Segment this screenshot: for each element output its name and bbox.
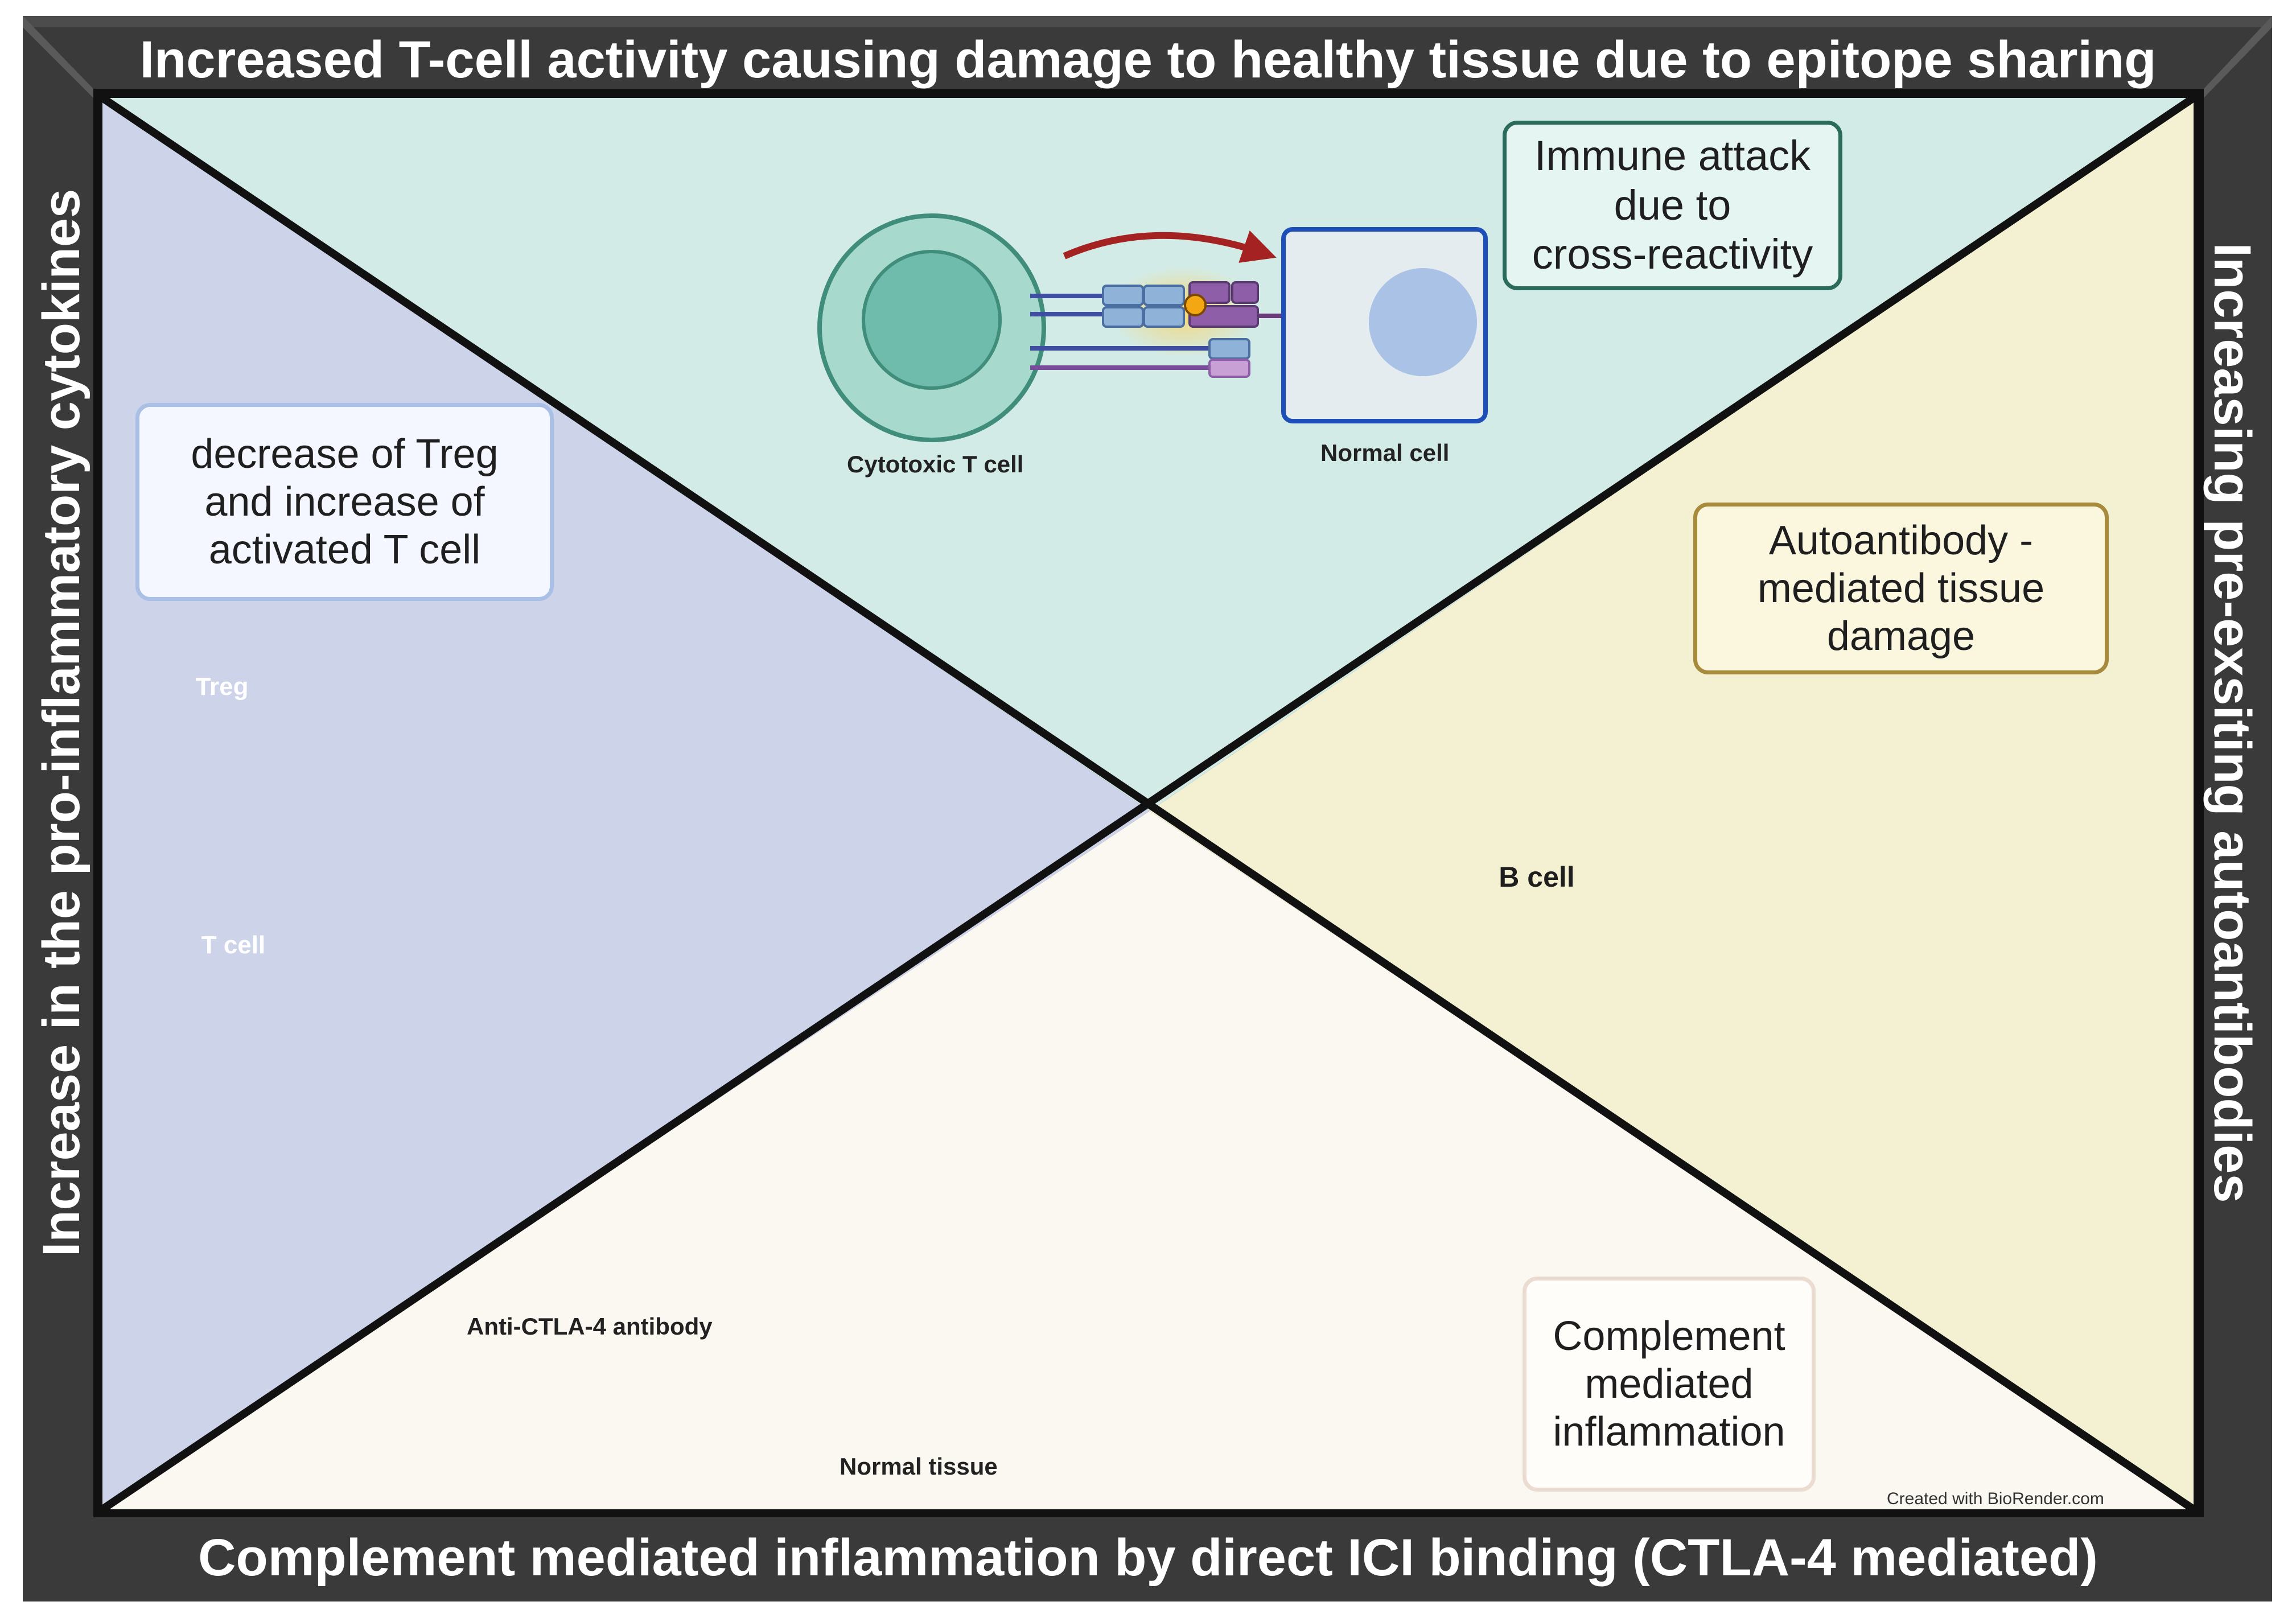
b-cell-label: B cell xyxy=(1499,861,1575,893)
frame-highlight-top xyxy=(23,16,2272,27)
bevel-top-right xyxy=(2204,16,2272,98)
anti-ctla4-label: Anti-CTLA-4 antibody xyxy=(467,1313,713,1340)
tcr-mhc-complex xyxy=(1030,281,1320,378)
right-banner-title: Increasing pre-exsiting autoantibodies xyxy=(2203,242,2261,1203)
autoantibody-text: Autoantibody - mediated tissue damage xyxy=(1757,517,2045,660)
t-cell-label: T cell xyxy=(201,931,266,959)
cytotoxic-t-cell-label: Cytotoxic T cell xyxy=(847,451,1024,477)
bottom-banner-title: Complement mediated inflammation by dire… xyxy=(198,1529,2098,1587)
attack-arrow xyxy=(1063,230,1277,263)
top-banner-title: Increased T-cell activity causing damage… xyxy=(139,31,2157,89)
diagonal-divider-2 xyxy=(100,94,2196,1513)
treg-callout: decrease of Treg and increase of activat… xyxy=(135,403,554,601)
complement-text: Complement mediated inflammation xyxy=(1553,1313,1785,1455)
bevel-top-left xyxy=(23,16,93,98)
right-panel xyxy=(1150,98,2194,1509)
treg-label: Treg xyxy=(195,673,249,701)
autoantibody-callout: Autoantibody - mediated tissue damage xyxy=(1693,503,2109,674)
immune-attack-callout: Immune attack due to cross-reactivity xyxy=(1503,121,1842,290)
immune-attack-text: Immune attack due to cross-reactivity xyxy=(1532,132,1813,278)
complement-callout: Complement mediated inflammation xyxy=(1523,1277,1816,1492)
normal-cell-label: Normal cell xyxy=(1320,439,1450,466)
normal-tissue-label: Normal tissue xyxy=(840,1453,998,1480)
normal-cell xyxy=(1281,227,1488,423)
biorender-credit: Created with BioRender.com xyxy=(1887,1489,2104,1508)
left-banner-title: Increase in the pro-inflammatory cytokin… xyxy=(32,188,90,1257)
cytotoxic-t-cell xyxy=(817,213,1046,442)
treg-text: decrease of Treg and increase of activat… xyxy=(191,431,499,573)
